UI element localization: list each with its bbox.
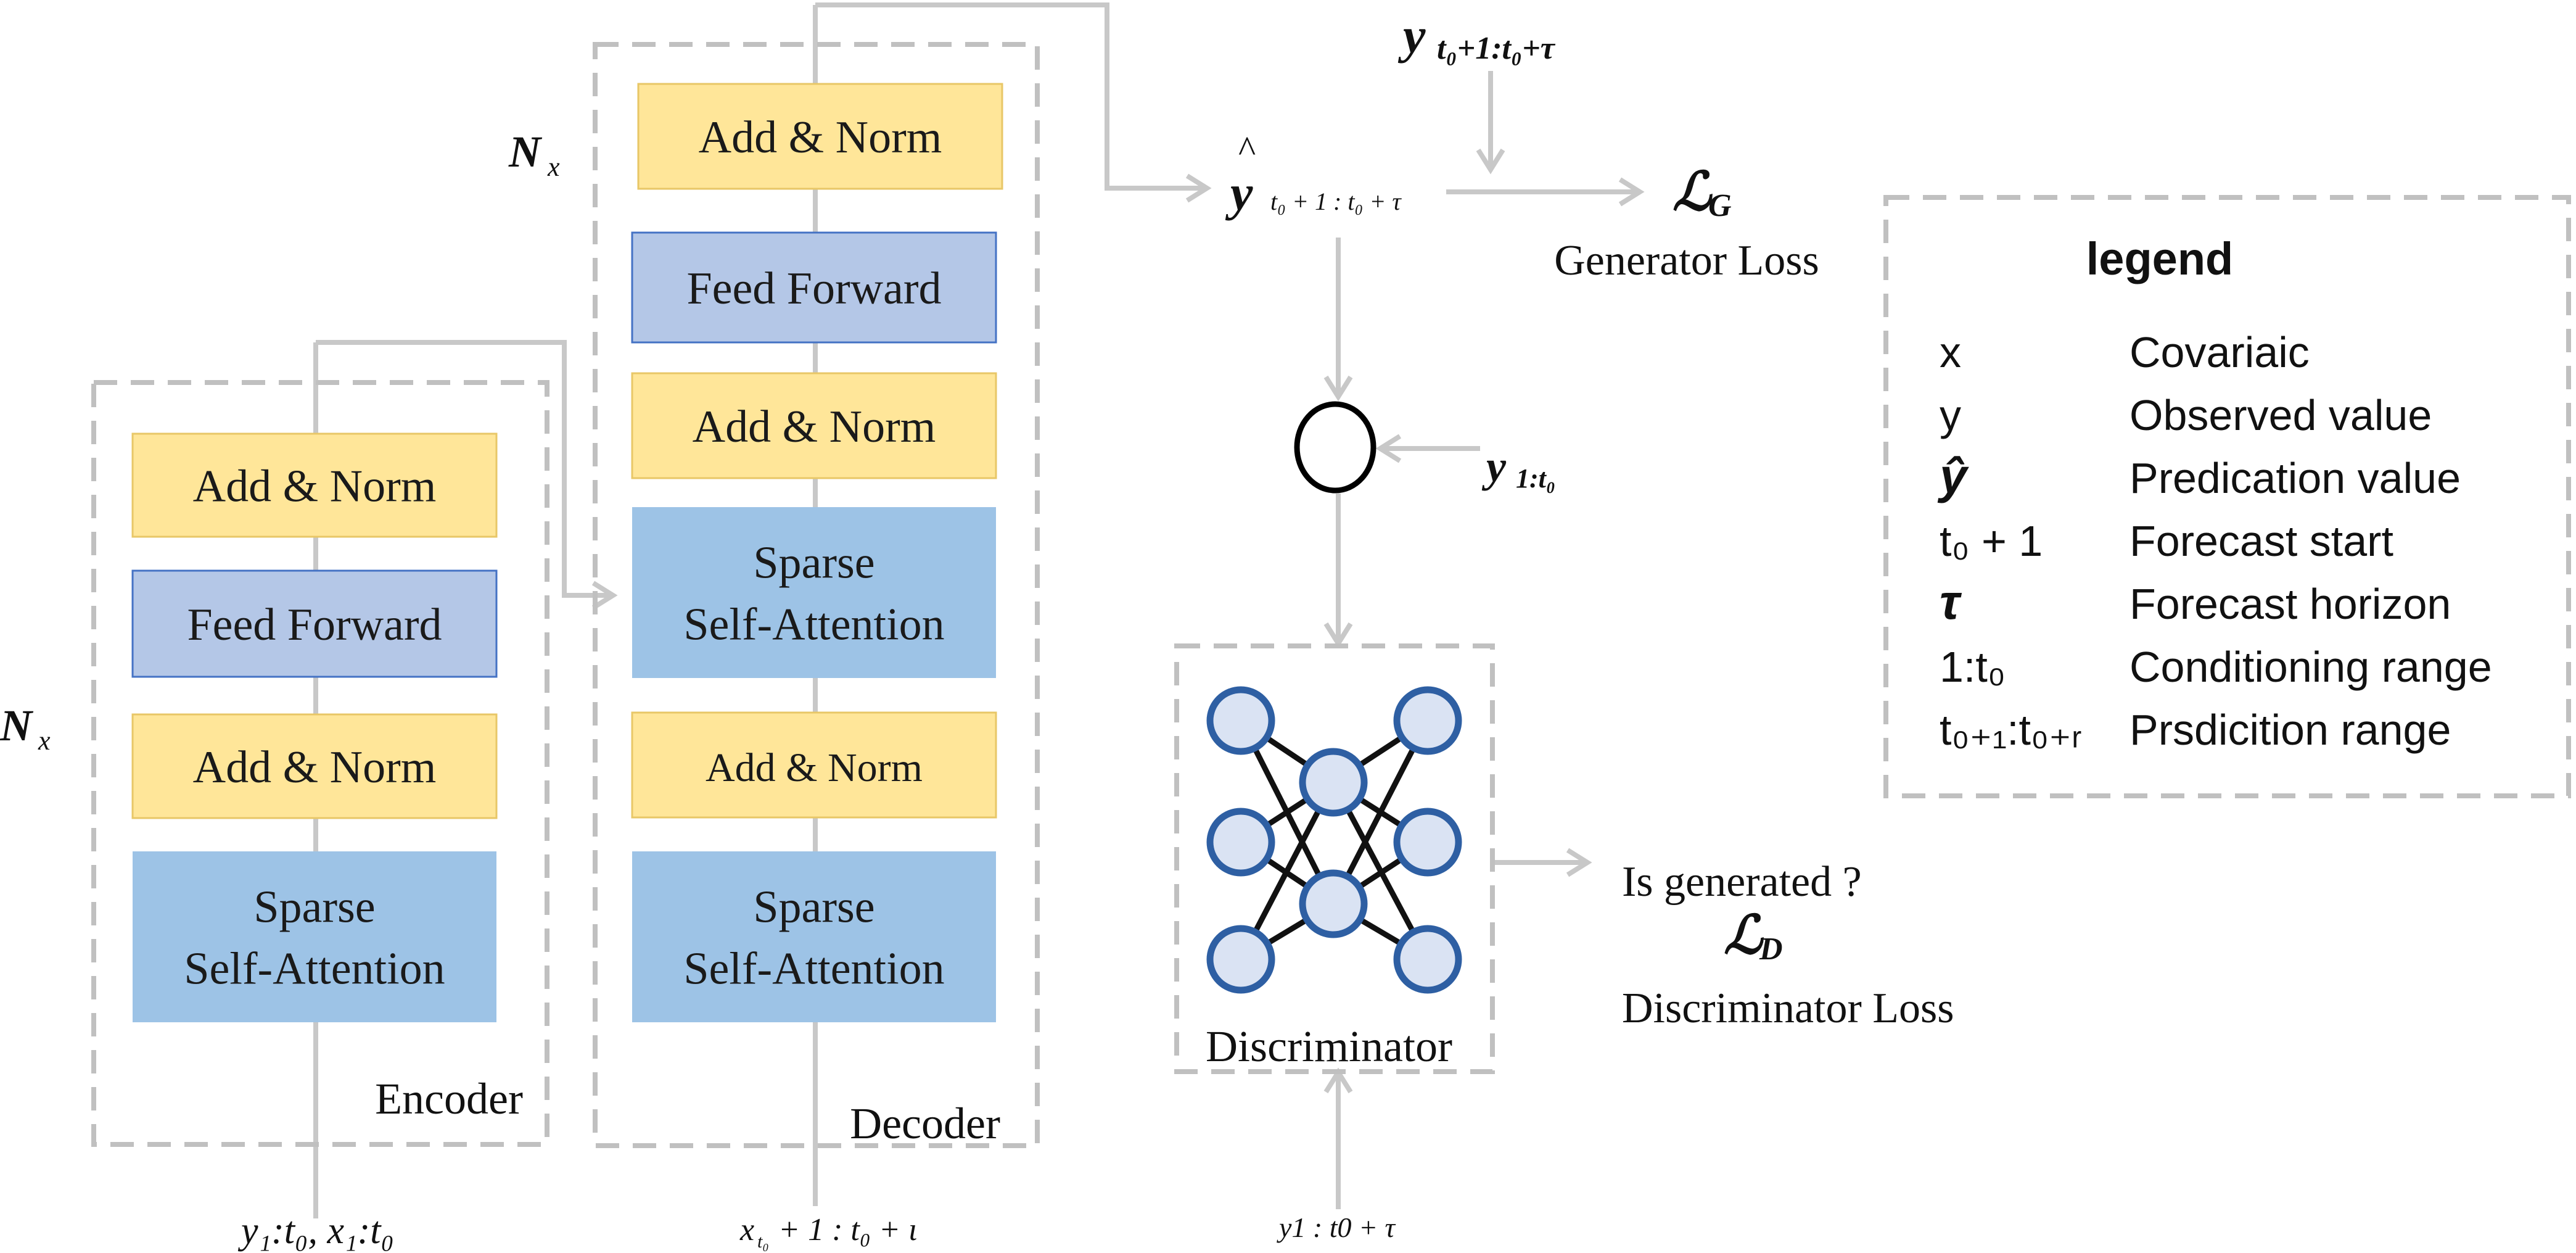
encoder-to-decoder-arrowhead	[591, 581, 618, 610]
target-down-arrowhead	[1476, 148, 1505, 175]
encoder-block	[133, 851, 496, 1022]
legend-symbol: 1:t₀	[1940, 643, 2006, 691]
decoder-block-label: Add & Norm	[693, 402, 936, 452]
prediction-to-loss-arrowhead	[1618, 177, 1645, 207]
legend-symbol: x	[1940, 328, 1961, 376]
prediction-symbol: ^ y t₀ + 1 : t₀ + τ	[1225, 129, 1402, 221]
encoder-repeat-label: N x	[0, 701, 51, 756]
condition-to-concat-arrowhead	[1375, 434, 1402, 463]
decoder-container	[593, 42, 1040, 1148]
encoder-block-label: Self-Attention	[184, 944, 445, 995]
encoder-container	[91, 380, 549, 1147]
legend-symbol: t₀ + 1	[1940, 517, 2043, 565]
svg-text:y: y	[1397, 7, 1426, 64]
decoder-block	[631, 711, 997, 819]
prediction-to-concat-arrowhead	[1323, 375, 1353, 402]
legend-description: Prsdicition range	[2130, 706, 2451, 754]
svg-text:Generator Loss: Generator Loss	[1554, 237, 1819, 284]
neuron	[1393, 686, 1462, 755]
decoder-repeat-label: N x	[508, 127, 560, 182]
legend-symbol: t₀₊₁:t₀₊ᵣ	[1940, 706, 2082, 754]
decoder-block-label: Sparse	[753, 538, 874, 589]
decoder-block	[632, 851, 996, 1022]
decoder-to-prediction-arrowhead	[1185, 173, 1212, 203]
target-symbol: y t₀+1:t₀+τ	[1397, 7, 1556, 66]
legend-description: Forecast start	[2130, 517, 2393, 565]
legend-description: Covariaic	[2130, 328, 2310, 376]
svg-text:G: G	[1708, 188, 1732, 223]
decoder-block	[632, 507, 996, 678]
neuron	[1206, 808, 1275, 877]
neuron	[1393, 808, 1462, 877]
discriminator-loss-symbol: ℒ D	[1724, 906, 1783, 967]
svg-text:+ 1 : t₀ + ι: + 1 : t₀ + ι	[778, 1212, 917, 1247]
svg-text:ℒ: ℒ	[1724, 906, 1764, 965]
decoder-label: Decoder	[850, 1099, 1000, 1148]
svg-text:t₀: t₀	[757, 1231, 769, 1252]
decoder-block-label: Feed Forward	[686, 263, 941, 314]
neuron	[1206, 686, 1275, 755]
neuron	[1206, 925, 1275, 994]
neuron	[1393, 925, 1462, 994]
discriminator-loss-label: Discriminator Loss	[1622, 985, 1954, 1032]
svg-text:1:t₀: 1:t₀	[1516, 463, 1555, 494]
decoder-block	[631, 231, 997, 344]
neuron	[1299, 748, 1368, 817]
legend-symbol: τ	[1940, 574, 1962, 629]
decoder-input-label: x t₀ + 1 : t₀ + ι	[739, 1212, 917, 1252]
encoder-block	[131, 713, 498, 819]
concat-circle	[1294, 401, 1376, 494]
decoder-to-prediction-line	[815, 2, 1206, 191]
legend-description: Forecast horizon	[2130, 580, 2451, 628]
encoder-block-label: Sparse	[253, 882, 375, 933]
condition-symbol: y 1:t₀	[1481, 442, 1555, 494]
svg-text:x: x	[739, 1212, 754, 1247]
legend-entries: x Covariaic y Observed value ŷ Predication va…	[1937, 328, 2492, 754]
legend-description: Conditioning range	[2130, 643, 2492, 691]
legend-container	[1883, 195, 2571, 798]
encoder-block	[131, 569, 498, 678]
svg-text:y: y	[1481, 442, 1507, 491]
legend-symbol: y	[1940, 391, 1961, 439]
decoder-block	[637, 83, 1003, 190]
generator-loss: ℒ G Generator Loss	[1554, 162, 1819, 284]
encoder-block-label: Add & Norm	[193, 742, 437, 793]
svg-text:D: D	[1759, 932, 1783, 967]
is-generated-question: Is generated ?	[1622, 858, 1862, 906]
decoder-block-label: Sparse	[753, 882, 874, 933]
encoder-input-label: y₁:t₀, x₁:t₀	[237, 1210, 394, 1252]
legend-description: Observed value	[2130, 391, 2432, 439]
svg-text:x: x	[547, 152, 560, 182]
svg-text:N: N	[0, 701, 34, 750]
discriminator-input-label: y1 : t0 + τ	[1277, 1212, 1396, 1243]
neural-network-icon	[1206, 686, 1462, 994]
encoder-block-label: Add & Norm	[193, 461, 437, 512]
svg-text:y: y	[1225, 165, 1253, 221]
svg-text:t₀ + 1 : t₀ + τ: t₀ + 1 : t₀ + τ	[1270, 188, 1402, 215]
decoder-block	[631, 372, 997, 479]
svg-text:ℒ: ℒ	[1673, 162, 1713, 221]
discriminator-output-arrowhead	[1566, 848, 1592, 877]
legend-description: Predication value	[2130, 454, 2461, 502]
svg-text:N: N	[508, 127, 543, 176]
decoder-block-label: Add & Norm	[699, 112, 942, 163]
encoder-label: Encoder	[375, 1074, 523, 1123]
discriminator-container	[1174, 643, 1495, 1074]
svg-text:x: x	[38, 726, 51, 756]
legend-title: legend	[2086, 233, 2233, 284]
decoder-block-label: Self-Attention	[683, 600, 944, 650]
svg-text:^: ^	[1238, 129, 1256, 170]
decoder-block-label: Self-Attention	[683, 944, 944, 995]
encoder-to-decoder-line	[316, 340, 612, 598]
svg-text:t₀+1:t₀+τ: t₀+1:t₀+τ	[1437, 31, 1556, 66]
legend-symbol: ŷ	[1937, 449, 1969, 503]
neuron	[1299, 869, 1368, 938]
encoder-block-label: Feed Forward	[187, 600, 442, 650]
encoder-block	[131, 432, 498, 538]
decoder-block-label: Add & Norm	[706, 745, 923, 790]
discriminator-label: Discriminator	[1206, 1022, 1452, 1071]
